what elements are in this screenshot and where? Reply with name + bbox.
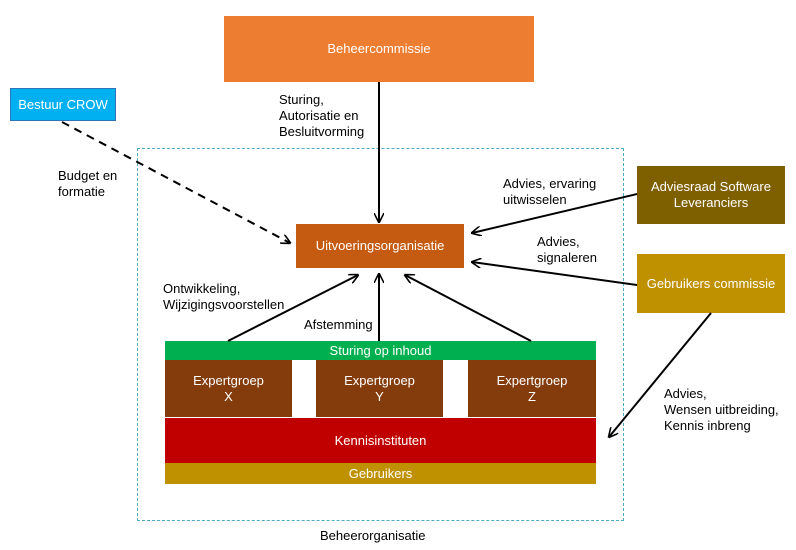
beheercommissie-box[interactable]: Beheercommissie xyxy=(224,16,534,82)
arrow-bestuur-to-uitvoering xyxy=(61,121,290,243)
label-afstemming: Afstemming xyxy=(304,317,373,332)
arrow-expertx-to-uitvoering xyxy=(227,275,358,342)
expertgroep-y-box[interactable]: Expertgroep Y xyxy=(316,360,443,417)
expertgroep-z-box[interactable]: Expertgroep Z xyxy=(468,360,596,417)
arrow-gebruikerscommissie-to-uitvoering xyxy=(472,262,638,286)
arrow-adviesraad-to-uitvoering xyxy=(472,193,638,233)
bestuur-crow-box[interactable]: Bestuur CROW xyxy=(10,88,116,121)
label-sturing: Sturing, Autorisatie en Besluitvorming xyxy=(279,92,365,139)
sturing-op-inhoud-bar[interactable]: Sturing op inhoud xyxy=(165,341,596,360)
arrow-expertz-to-uitvoering xyxy=(405,275,532,342)
label-ontwikkeling: Ontwikkeling, Wijzigingsvoorstellen xyxy=(163,281,285,312)
beheerorganisatie-label: Beheerorganisatie xyxy=(320,528,426,543)
beheerorganisatie-boundary xyxy=(137,148,624,521)
label-budget: Budget en formatie xyxy=(58,168,118,199)
kennisinstituten-bar[interactable]: Kennisinstituten xyxy=(165,418,596,463)
label-advies-ervaring: Advies, ervaring uitwisselen xyxy=(503,176,597,207)
gebruikers-bar[interactable]: Gebruikers xyxy=(165,463,596,484)
adviesraad-software-leveranciers-box[interactable]: Adviesraad Software Leveranciers xyxy=(637,166,785,224)
gebruikers-commissie-box[interactable]: Gebruikers commissie xyxy=(637,254,785,313)
arrow-gebruikerscommissie-to-kennisinstituten xyxy=(609,312,712,437)
expertgroep-x-box[interactable]: Expertgroep X xyxy=(165,360,292,417)
label-advies-signaleren: Advies, signaleren xyxy=(537,234,597,265)
uitvoeringsorganisatie-box[interactable]: Uitvoeringsorganisatie xyxy=(296,224,464,268)
label-advies-wensen: Advies, Wensen uitbreiding, Kennis inbre… xyxy=(664,386,779,433)
